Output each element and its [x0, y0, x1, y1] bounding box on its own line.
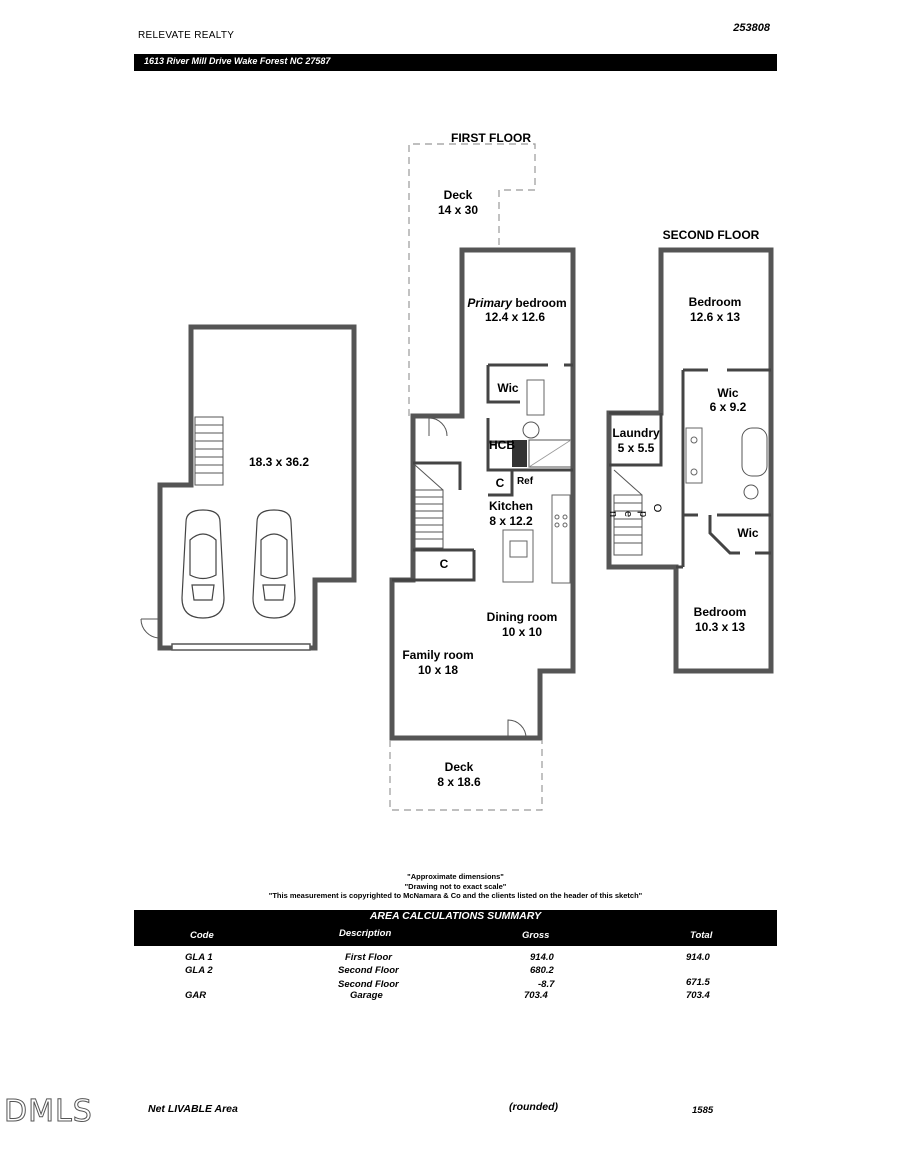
col-description: Description	[339, 928, 392, 939]
note-scale: "Drawing not to exact scale"	[404, 881, 507, 891]
deck-bottom-dim: 8 x 18.6	[437, 775, 481, 789]
car-icon	[181, 509, 225, 619]
row-total: 703.4	[686, 990, 710, 1001]
row-code: GLA 1	[185, 952, 213, 963]
bedroom-1-name: Bedroom	[689, 295, 742, 309]
row-code: GLA 2	[185, 965, 213, 976]
net-livable-label: Net LIVABLE Area	[148, 1103, 238, 1115]
laundry-dim: 5 x 5.5	[618, 441, 655, 455]
row-total: 914.0	[686, 952, 710, 963]
shower	[528, 439, 572, 468]
vanity	[526, 379, 545, 416]
back-door	[507, 719, 527, 739]
deck-top-dim: 14 x 30	[438, 203, 478, 217]
family-room-dim: 10 x 18	[418, 663, 458, 677]
primary-bedroom-name: Primary bedroom	[467, 296, 566, 310]
hcb-label: HCB	[489, 438, 515, 452]
row-desc: First Floor	[345, 952, 392, 963]
bedroom-1-dim: 12.6 x 13	[690, 310, 740, 324]
first-floor-stairs	[414, 464, 444, 549]
col-gross: Gross	[522, 930, 550, 941]
entry-door	[428, 417, 448, 437]
primary-rest: bedroom	[512, 296, 567, 310]
second-floor-stairs	[613, 469, 643, 556]
kitchen-dim: 8 x 12.2	[489, 514, 533, 528]
open-letter-n: n	[607, 511, 619, 517]
wic-first-floor: Wic	[497, 381, 519, 395]
row-total: 671.5	[686, 977, 710, 988]
garage-dim: 18.3 x 36.2	[249, 455, 309, 469]
garage-outline	[157, 324, 357, 651]
first-floor-outline	[389, 247, 576, 741]
rounded-label: (rounded)	[509, 1101, 558, 1113]
open-letter-p: p	[637, 511, 649, 517]
dining-room-dim: 10 x 10	[502, 625, 542, 639]
laundry-name: Laundry	[612, 426, 660, 440]
kitchen-island	[502, 529, 534, 583]
row-desc: Garage	[350, 990, 383, 1001]
net-livable-total: 1585	[692, 1105, 714, 1116]
company-name: RELEVATE REALTY	[138, 30, 235, 41]
toilet-icon	[522, 421, 540, 439]
primary-word: Primary	[467, 296, 513, 310]
kitchen-counter	[551, 494, 571, 584]
note-approx: "Approximate dimensions"	[407, 872, 504, 881]
col-total: Total	[690, 930, 713, 941]
deck-top-name: Deck	[444, 188, 473, 202]
col-code: Code	[190, 930, 214, 941]
hcb-column	[512, 440, 527, 467]
garage-side-door	[140, 618, 161, 639]
sink-icon	[509, 540, 528, 558]
dmls-watermark: DMLS	[4, 1094, 93, 1130]
wic-bedroom-2: Wic	[737, 526, 759, 540]
deck-top-outline	[408, 143, 536, 416]
garage-stairs	[194, 416, 224, 486]
row-gross: -8.7	[538, 979, 555, 990]
first-floor-interior-walls	[392, 363, 573, 582]
stove-icon	[554, 514, 568, 528]
row-code: GAR	[185, 990, 207, 1001]
ref-label: Ref	[517, 476, 534, 487]
row-gross: 703.4	[524, 990, 548, 1001]
row-desc: Second Floor	[338, 965, 399, 976]
row-gross: 680.2	[530, 965, 554, 976]
closet-label-kitchen: C	[496, 476, 505, 490]
first-floor-title: FIRST FLOOR	[451, 131, 531, 145]
kitchen-name: Kitchen	[489, 499, 533, 513]
row-gross: 914.0	[530, 952, 554, 963]
open-letter-o: O	[651, 504, 663, 513]
summary-title: AREA CALCULATIONS SUMMARY	[369, 910, 542, 922]
second-floor-title: SECOND FLOOR	[663, 228, 760, 242]
toilet-icon	[743, 484, 759, 500]
deck-bottom-name: Deck	[445, 760, 474, 774]
note-copyright: "This measurement is copyrighted to McNa…	[268, 891, 643, 900]
closet-label-stairs: C	[440, 557, 449, 571]
row-desc: Second Floor	[338, 979, 399, 990]
wic-second-floor-name: Wic	[717, 386, 739, 400]
area-summary-header: AREA CALCULATIONS SUMMARY Code Descripti…	[134, 910, 777, 946]
car-icon	[252, 509, 296, 619]
floor-plan: FIRST FLOOR SECOND FLOOR Deck 14 x 30 Pr…	[140, 131, 774, 811]
open-letter-e: e	[622, 511, 634, 517]
bathtub-icon	[741, 427, 768, 477]
address-text: 1613 River Mill Drive Wake Forest NC 275…	[144, 56, 331, 66]
wic-second-floor-dim: 6 x 9.2	[710, 400, 747, 414]
open-label: O p e n	[607, 504, 663, 517]
disclaimer-notes: "Approximate dimensions" "Drawing not to…	[134, 872, 777, 901]
family-room-name: Family room	[402, 648, 473, 662]
sketch-id: 253808	[733, 22, 770, 34]
address-bar: 1613 River Mill Drive Wake Forest NC 275…	[134, 54, 777, 71]
garage-door	[171, 643, 311, 651]
bedroom-2-dim: 10.3 x 13	[695, 620, 745, 634]
primary-bedroom-dim: 12.4 x 12.6	[485, 310, 545, 324]
vanity	[685, 427, 703, 484]
dining-room-name: Dining room	[487, 610, 558, 624]
second-floor-interior-walls	[609, 368, 771, 569]
bedroom-2-name: Bedroom	[694, 605, 747, 619]
deck-bottom-outline	[389, 740, 543, 811]
